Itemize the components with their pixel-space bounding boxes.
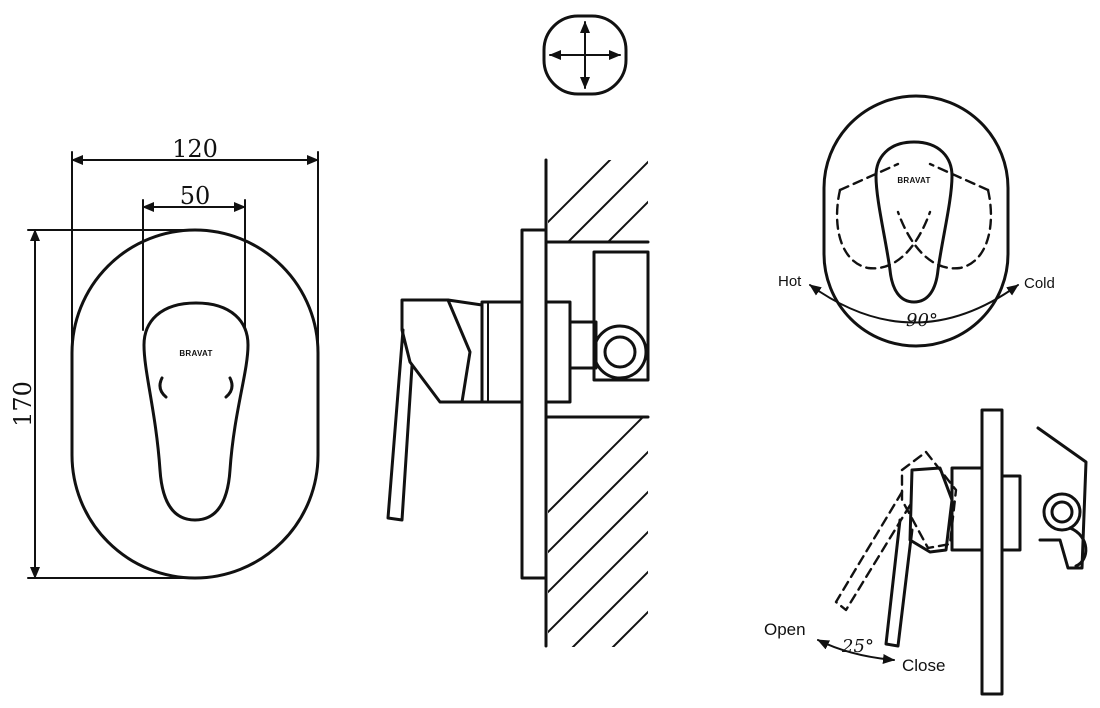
side-cover-plate xyxy=(520,228,548,580)
front-handle-notch-right xyxy=(224,376,234,399)
side-valve-housing xyxy=(592,250,650,382)
cover-plate-outline xyxy=(70,228,320,580)
tilt-lever-ghost xyxy=(834,490,914,612)
rotation-angle-label: 90° xyxy=(906,310,938,331)
tilt-handle-ghost xyxy=(900,450,958,550)
close-label: Close xyxy=(902,656,945,675)
wall-hatch-top xyxy=(548,160,648,242)
side-lever xyxy=(386,328,414,522)
tilt-valve-body xyxy=(950,466,984,552)
direction-icon xyxy=(542,14,628,96)
hot-label: Hot xyxy=(778,273,802,290)
tilt-arc-arrow xyxy=(817,639,895,664)
wall-hatch-bottom xyxy=(548,417,648,647)
dim-170-label: 170 xyxy=(9,381,37,427)
front-view: 120 50 170 BRAVAT xyxy=(9,135,320,580)
front-logo: BRAVAT xyxy=(179,349,212,358)
tilt-view: Open Close 25° xyxy=(764,408,1088,696)
cold-label: Cold xyxy=(1024,275,1055,292)
tilt-cover-plate xyxy=(980,408,1004,696)
tilt-valve-port xyxy=(1042,492,1082,532)
tilt-handle xyxy=(908,466,954,554)
side-handle xyxy=(400,298,472,404)
rotation-cover-plate xyxy=(822,94,1010,348)
tilt-valve-housing xyxy=(1036,426,1088,570)
rotation-arc-arrow xyxy=(809,284,1019,324)
front-handle-notch-left xyxy=(158,376,168,399)
rotation-view: BRAVAT Hot Cold 90° xyxy=(778,94,1055,348)
side-cartridge xyxy=(544,300,572,404)
dim-120-label: 120 xyxy=(172,135,218,163)
direction-icon-frame xyxy=(542,14,628,96)
front-handle xyxy=(142,301,250,522)
open-label: Open xyxy=(764,620,806,639)
rotation-handle xyxy=(874,140,954,304)
rotation-handle-ghost-right xyxy=(896,188,993,270)
tilt-angle-label: 25° xyxy=(841,636,874,657)
side-valve-port xyxy=(592,324,648,380)
rotation-logo: BRAVAT xyxy=(897,176,930,185)
rotation-handle-ghost-left xyxy=(835,188,932,270)
side-section-view xyxy=(386,158,650,648)
dim-50-label: 50 xyxy=(180,182,211,210)
